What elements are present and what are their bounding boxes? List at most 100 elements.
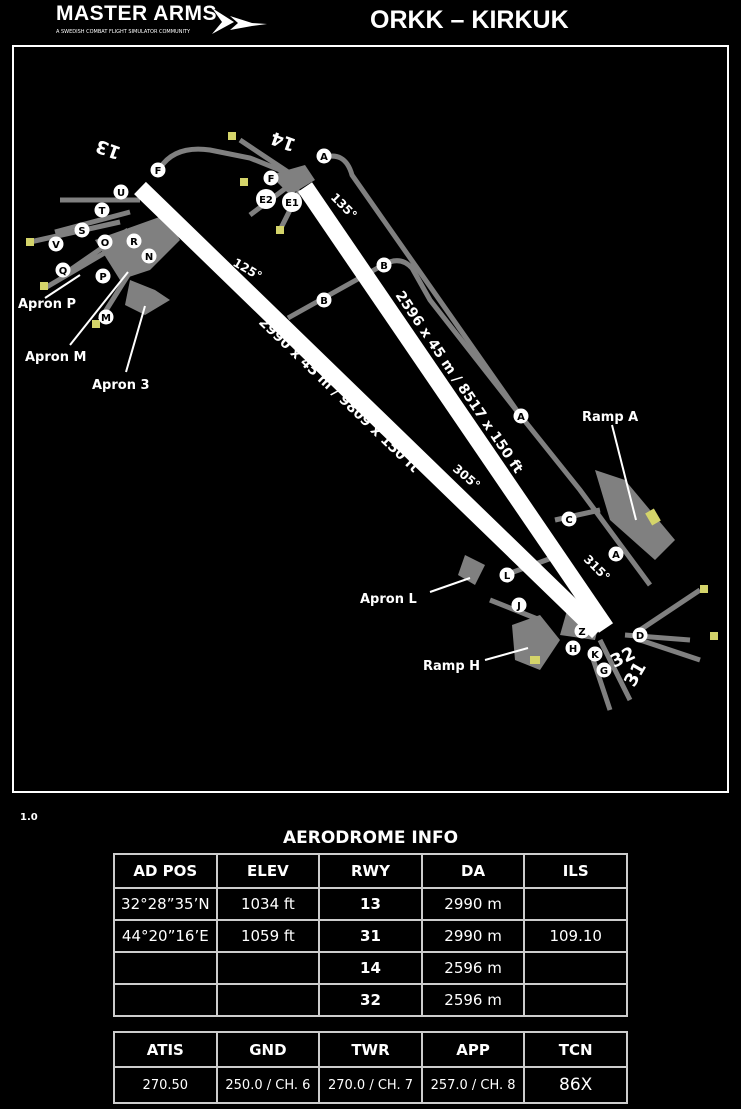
taxiway-marker [48, 236, 64, 252]
taxiway-label: K [591, 650, 600, 661]
taxiway-label: B [320, 296, 328, 307]
taxiway-marker [98, 309, 114, 325]
taxiway-label: L [504, 571, 511, 582]
label-apron-l: Apron L [360, 592, 417, 607]
taxiway-label: V [52, 240, 60, 251]
taxiway-marker [587, 646, 603, 662]
atis-value: 270.50 [113, 1066, 218, 1104]
taxiway-label: U [117, 188, 125, 199]
taxiway-label: D [636, 631, 644, 642]
taxiway-marker [574, 623, 590, 639]
taxiway-marker [97, 234, 113, 250]
taxiway-marker [150, 162, 166, 178]
ils-cell: 109.10 [523, 919, 628, 953]
header-da: DA [420, 853, 526, 889]
da-cell: 2596 m [420, 983, 526, 1017]
rwy-cell: 14 [318, 951, 423, 985]
taxiway-marker [513, 408, 529, 424]
header-ils: ILS [523, 853, 628, 889]
header-ad-pos: AD POS [113, 853, 218, 889]
taxiway-label: G [600, 666, 608, 677]
taxiway-marker [74, 222, 90, 238]
taxiway-label: E1 [285, 198, 299, 209]
header-gnd: GND [215, 1031, 321, 1068]
table-header-row: AD POS ELEV RWY DA ILS [113, 853, 628, 889]
header-twr: TWR [318, 1031, 423, 1068]
master-arms-logo: MASTER ARMS A SWEDISH COMBAT FLIGHT SIMU… [52, 2, 272, 42]
taxiway-label: R [130, 237, 138, 248]
da-cell: 2990 m [420, 919, 526, 953]
da-cell: 2596 m [420, 951, 526, 985]
taxiway-marker [632, 627, 648, 643]
label-ramp-h: Ramp H [423, 659, 480, 674]
taxiway-label: Q [59, 266, 68, 277]
ad-pos-cell [113, 983, 218, 1017]
taxiway-label: O [101, 238, 110, 249]
taxiway-label: M [101, 313, 111, 324]
label-ramp-a: Ramp A [582, 410, 638, 425]
taxiway-label: A [517, 412, 525, 423]
header-rwy: RWY [318, 853, 423, 889]
taxiway-label: T [99, 206, 106, 217]
header-atis: ATIS [113, 1031, 218, 1068]
taxiway-marker [316, 292, 332, 308]
ad-pos-cell: 32°28”35’N [113, 887, 218, 921]
ils-cell [523, 887, 628, 921]
taxiway-marker [316, 148, 332, 164]
parking-markers [26, 132, 718, 664]
taxiway-marker [55, 262, 71, 278]
taxiway-marker [94, 202, 110, 218]
runway-end-13: 13 [93, 135, 124, 163]
taxiway-label: B [380, 261, 388, 272]
taxiway-label: H [569, 644, 577, 655]
elev-cell: 1034 ft [215, 887, 321, 921]
taxiway-marker [511, 597, 527, 613]
airport-diagram-frame [12, 45, 729, 793]
twr-value: 270.0 / CH. 7 [318, 1066, 423, 1104]
ad-pos-cell: 44°20”16’E [113, 919, 218, 953]
taxiway-marker [95, 268, 111, 284]
aerodrome-info-title: AERODROME INFO [282, 828, 459, 848]
rwy-cell: 31 [318, 919, 423, 953]
aprons [95, 165, 675, 670]
table-header-row: ATIS GND TWR APP TCN [113, 1031, 628, 1068]
table-row: 270.50 250.0 / CH. 6 270.0 / CH. 7 257.0… [113, 1066, 628, 1104]
taxiway-marker [596, 662, 612, 678]
runways [134, 181, 614, 639]
ad-pos-cell [113, 951, 218, 985]
taxiway-marker [565, 640, 581, 656]
taxiway-marker [561, 511, 577, 527]
taxiway-marker [263, 170, 279, 186]
label-apron-p: Apron P [18, 297, 76, 312]
taxiway-marker [376, 257, 392, 273]
label-leader-lines [44, 271, 637, 661]
rwy-cell: 32 [318, 983, 423, 1017]
elev-cell [215, 983, 321, 1017]
elev-cell [215, 951, 321, 985]
taxiway-label: F [155, 166, 162, 177]
taxiway-marker [141, 248, 157, 264]
taxiway-label: C [565, 515, 572, 526]
runway-13-31 [134, 181, 604, 639]
taxiway-label: S [78, 226, 85, 237]
taxiway-label: P [99, 272, 106, 283]
logo-text: MASTER ARMS [56, 2, 218, 25]
ils-cell [523, 983, 628, 1017]
heading-315: 315° [581, 552, 613, 584]
taxiway-label: E2 [259, 195, 273, 206]
label-apron-3: Apron 3 [92, 378, 150, 393]
airport-diagram: 2990 x 45 m / 9809 x 150 ft 2596 x 45 m … [18, 127, 718, 711]
taxiway-marker [499, 567, 515, 583]
header-elev: ELEV [215, 853, 321, 889]
runway-13-31-label: 2990 x 45 m / 9809 x 150 ft [255, 314, 422, 476]
taxiway-label: A [612, 550, 620, 561]
taxiway-marker [126, 233, 142, 249]
runway-14-32 [297, 182, 614, 633]
header-app: APP [420, 1031, 526, 1068]
runway-end-14: 14 [268, 127, 299, 155]
